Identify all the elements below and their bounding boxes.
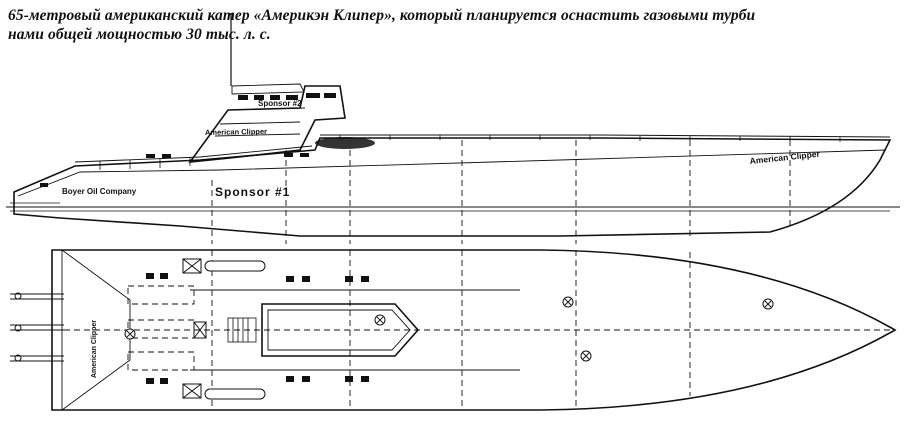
sheer-line	[17, 149, 887, 197]
deck-fittings	[146, 273, 369, 384]
figure-caption: 65-метровый американский катер «Америкэн…	[8, 6, 900, 44]
caption-line-1: 65-метровый американский катер «Америкэн…	[8, 7, 756, 24]
sponsor-1-label: Sponsor #1	[215, 185, 290, 199]
sponsor-2-label: Sponsor #2	[258, 99, 302, 108]
round-hatch-marks	[126, 298, 772, 360]
engines	[127, 285, 195, 371]
bow-name-label: American Clipper	[749, 149, 821, 166]
pilothouse-deck	[214, 107, 306, 137]
deck-hatches	[182, 258, 207, 399]
top-view: American Clipper	[10, 249, 897, 411]
pilothouse-windows	[238, 93, 336, 100]
station-lines-plan	[211, 250, 691, 410]
round-hatches	[124, 296, 774, 362]
deckhouse-name-label: American Clipper	[205, 127, 267, 137]
sponsor-company-label: Boyer Oil Company	[62, 187, 137, 196]
deck-rails-plan	[204, 260, 266, 400]
propeller-shafts	[10, 292, 64, 362]
side-windows	[40, 153, 309, 187]
transom-name-label: American Clipper	[91, 320, 98, 378]
station-lines-side	[211, 140, 791, 244]
stairs	[227, 317, 257, 343]
rail-posts	[99, 135, 841, 170]
mast-platform	[231, 83, 305, 95]
side-hull-outline	[13, 137, 892, 237]
deckhouse-inner	[267, 309, 411, 351]
deck-rail	[74, 134, 891, 163]
side-view: American Clipper American Clipper Boyer …	[6, 13, 900, 244]
caption-line-2: нами общей мощностью 30 тыс. л. с.	[8, 26, 271, 43]
deckhouse-plan	[261, 303, 420, 357]
exhaust-smoke	[315, 137, 375, 149]
